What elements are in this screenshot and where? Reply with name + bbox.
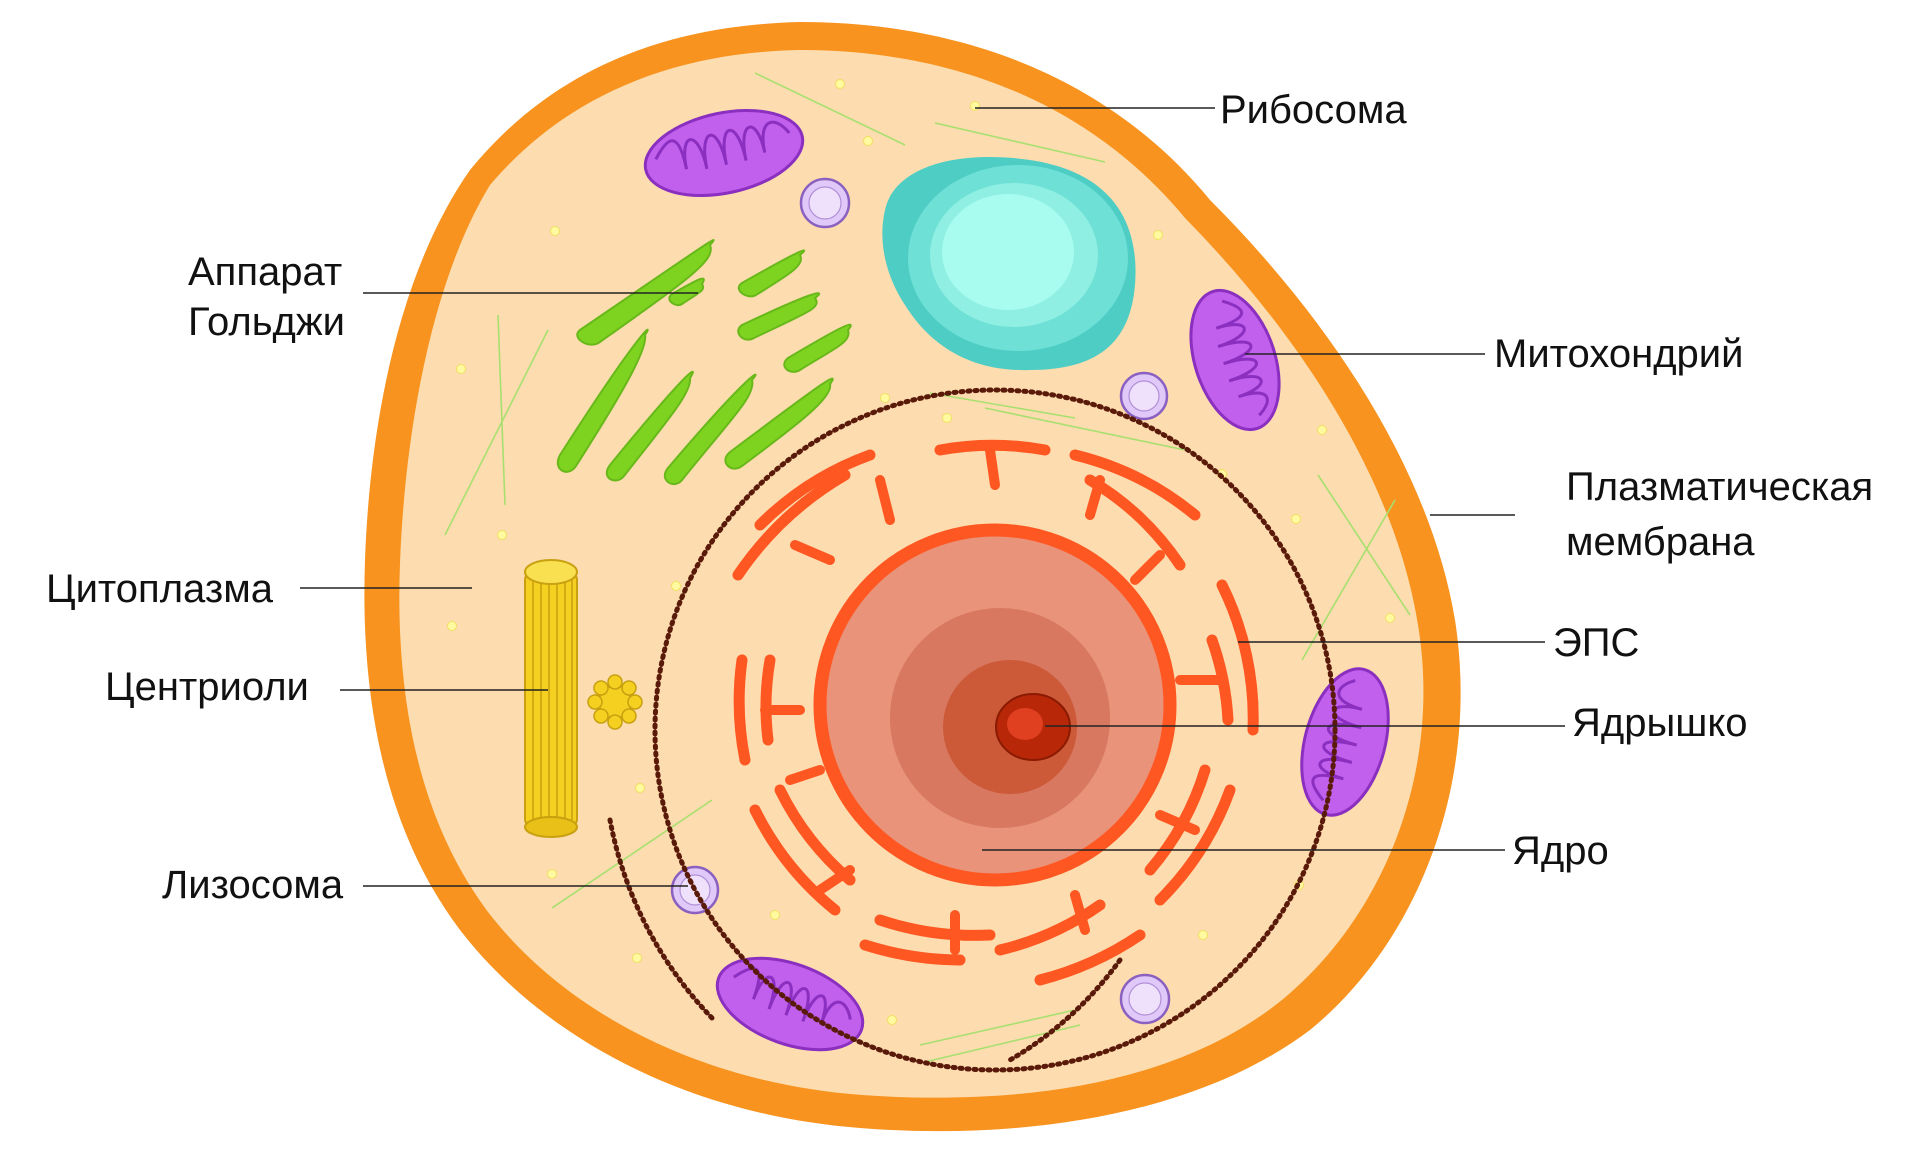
label-nucleus: Ядро [1512,829,1609,873]
mitochondrion-right [1189,288,1281,432]
label-golgi-line1: Аппарат [188,250,342,294]
label-ribosome: Рибосома [1220,88,1407,132]
label-centrioles: Центриоли [105,665,309,709]
label-nucleolus: Ядрышко [1572,701,1748,745]
cytoskeleton-fibres [444,72,1411,1063]
label-mitochondrion: Митохондрий [1494,332,1744,376]
lysosome-right [1119,371,1169,421]
ribosome-dot [497,530,507,540]
golgi-cisterna [724,377,834,470]
ribosomes [447,79,1395,1025]
golgi-cisterna [557,328,649,473]
golgi-cisterna [668,277,705,306]
er-cisternae [732,439,1259,986]
label-er: ЭПС [1553,621,1639,665]
golgi-cisterna [737,249,806,298]
ribosome-dot [970,101,980,111]
nucleus [813,523,1177,887]
ribosome-dot [770,910,780,920]
lysosome-left [670,865,720,915]
ribosome-dot [880,393,890,403]
ribosome-dot [447,621,457,631]
ribosome-dot [835,79,845,89]
label-lysosome: Лизосома [162,863,344,907]
ribosome-dot [547,869,557,879]
endoplasmic-reticulum [607,387,1338,1073]
golgi-cisterna [783,323,852,373]
er-connectors [760,445,1225,955]
ribosome-dot [887,1015,897,1025]
lysosome-bottom [1119,973,1171,1025]
mitochondrion-lower-right [1300,667,1390,817]
ribosome-dot [1198,930,1208,940]
label-golgi-line2: Гольджи [188,300,345,344]
ribosome-dot [550,226,560,236]
ribosome-dot [1153,230,1163,240]
golgi-cisterna [737,292,821,341]
ribosome-dot [1385,613,1395,623]
label-membrane-line1: Плазматическая [1566,465,1873,509]
leader-lines [300,107,1565,887]
golgi-apparatus [557,239,852,486]
vacuole [882,157,1136,371]
lysosome-top [799,177,851,229]
label-membrane-line2: мембрана [1566,520,1755,564]
centriole-cross-section [587,674,643,730]
ribosome-dot [635,783,645,793]
ribosome-dot [632,953,642,963]
labels: Рибосома Аппарат Гольджи Митохондрий Пла… [46,88,1873,907]
ribosome-dot [1317,425,1327,435]
centriole-cylinder [524,559,578,838]
nucleolus [995,693,1071,761]
mitochondrion-top-left [643,108,805,198]
golgi-cisterna [663,373,757,486]
ribosome-dot [942,413,952,423]
er-ribosome-dots [607,387,1338,1073]
ribosome-dot [863,136,873,146]
golgi-cisterna [605,370,694,482]
ribosome-dot [1291,514,1301,524]
label-cytoplasm: Цитоплазма [46,567,274,611]
ribosome-dot [456,364,466,374]
ribosome-dot [671,581,681,591]
